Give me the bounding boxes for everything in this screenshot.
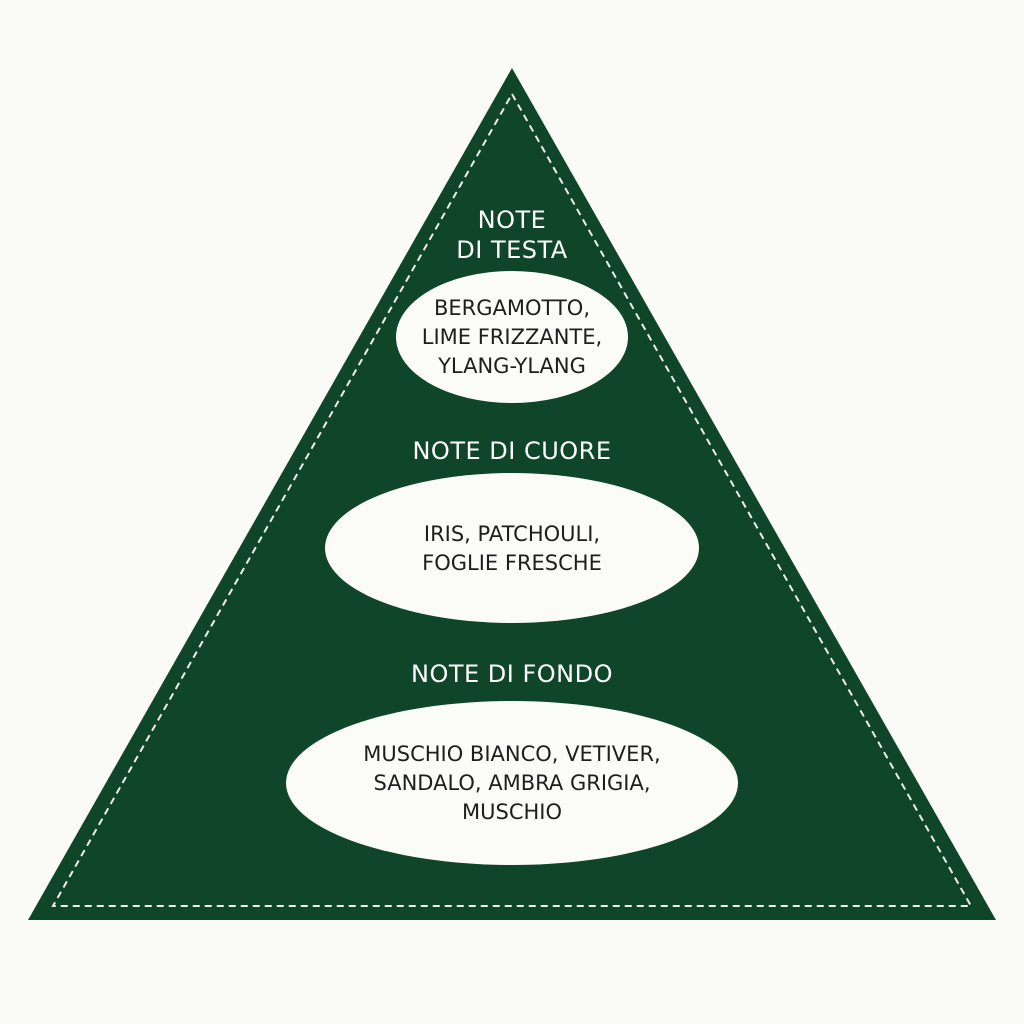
top-notes-title: NOTE DI TESTA (456, 206, 568, 264)
top-notes-oval (396, 271, 628, 403)
top-notes-list: BERGAMOTTO, LIME FRIZZANTE, YLANG-YLANG (421, 296, 603, 378)
heart-notes-list: IRIS, PATCHOULI, FOGLIE FRESCHE (422, 522, 602, 575)
heart-notes-title: NOTE DI CUORE (412, 437, 612, 465)
pyramid-dashed-border (51, 91, 973, 907)
base-notes-list: MUSCHIO BIANCO, VETIVER, SANDALO, AMBRA … (363, 742, 661, 824)
heart-notes-oval (325, 473, 699, 623)
base-notes-title: NOTE DI FONDO (410, 660, 613, 688)
base-notes-oval (286, 701, 738, 865)
